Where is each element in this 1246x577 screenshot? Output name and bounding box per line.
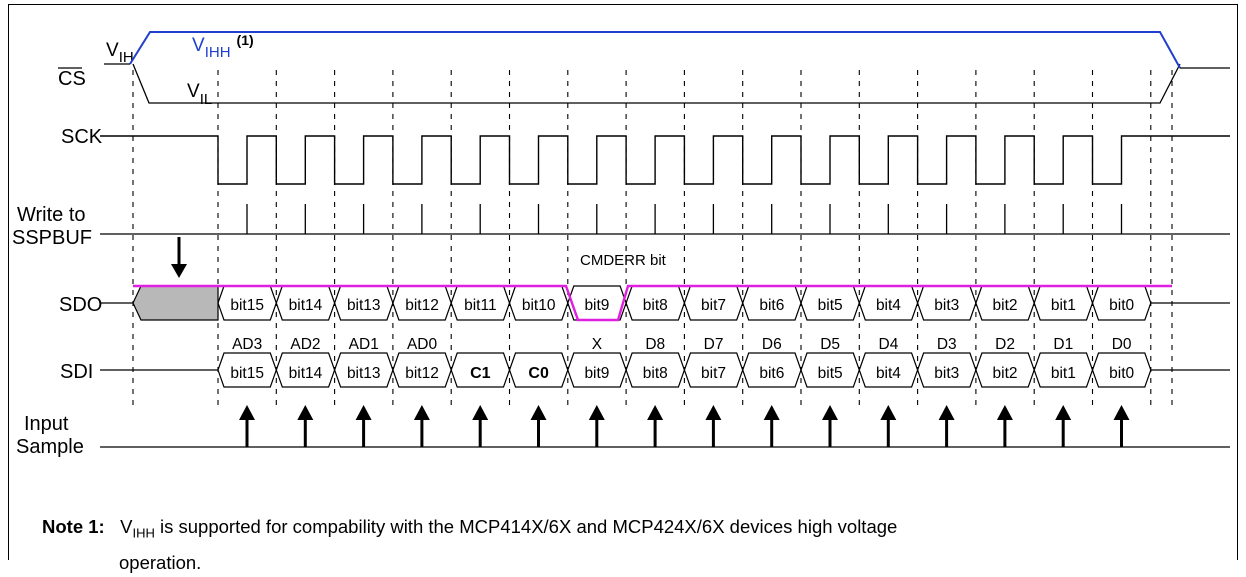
sample-arrow-head	[355, 405, 372, 420]
sdo-bit-label: bit1	[1051, 297, 1076, 314]
sdi-bit-label: bit4	[876, 365, 901, 382]
sdi-bit-label: bit8	[643, 365, 668, 382]
sdi-field-label: X	[592, 336, 603, 353]
sdo-bit-label: bit12	[405, 297, 439, 314]
sdo-bit-label: bit6	[759, 297, 784, 314]
sdo-undefined-region	[132, 285, 219, 321]
sspbuf-arrow-head	[171, 264, 187, 278]
sdi-bit-label: bit14	[289, 365, 323, 382]
note-v: V	[120, 516, 133, 537]
sdi-bit-label: C1	[470, 365, 491, 382]
sdi-bit-label: bit0	[1109, 365, 1134, 382]
sdi-field-label: D3	[937, 336, 957, 353]
footnote: Note 1: VIHH is supported for compabilit…	[42, 512, 1192, 577]
sdi-field-label: D0	[1112, 336, 1132, 353]
sdo-bit-label: bit2	[993, 297, 1018, 314]
sdi-bit-label: bit3	[934, 365, 959, 382]
sample-arrow-head	[297, 405, 314, 420]
sdi-label: SDI	[60, 361, 93, 383]
sdi-field-label: D7	[704, 336, 724, 353]
sdo-bit-label: bit7	[701, 297, 726, 314]
cs-label: CS	[58, 68, 86, 90]
note-text: is supported for compability with the MC…	[154, 516, 898, 537]
sdi-field-label: D4	[879, 336, 899, 353]
sdo-bit-label: bit13	[347, 297, 381, 314]
sdi-bit-label: bit13	[347, 365, 381, 382]
sdi-field-label: D8	[645, 336, 665, 353]
write-label-1: Write to	[17, 204, 86, 226]
sdo-bit-label: bit10	[522, 297, 556, 314]
sample-arrow-head	[1055, 405, 1072, 420]
sdi-bit-label: bit2	[993, 365, 1018, 382]
cs-low-path	[132, 63, 1181, 104]
sdo-bit-label: bit0	[1109, 297, 1134, 314]
sample-arrow-head	[1113, 405, 1130, 420]
input-label-1: Input	[24, 413, 69, 435]
sample-arrow-head	[413, 405, 430, 420]
sample-arrow-head	[239, 405, 255, 420]
sample-arrow-head	[996, 405, 1013, 420]
sdo-label: SDO	[59, 294, 102, 316]
sdi-field-label: AD2	[290, 336, 320, 353]
note-text-2: operation.	[119, 551, 202, 573]
sdi-bit-label: bit5	[818, 365, 843, 382]
sdi-bit-label: bit7	[701, 365, 726, 382]
sample-arrow-head	[530, 405, 547, 420]
vihh-label: VIHH(1)	[192, 32, 254, 61]
sdi-bit-label: bit9	[584, 365, 609, 382]
sdi-field-label: D6	[762, 336, 782, 353]
sdi-field-label: AD1	[349, 336, 379, 353]
input-label-2: Sample	[16, 436, 84, 458]
sdi-field-label: AD0	[407, 336, 438, 353]
sample-arrow-head	[647, 405, 664, 420]
sdo-bit-label: bit14	[289, 297, 323, 314]
sdo-bit-label: bit9	[584, 297, 609, 314]
sdo-bit-label: bit4	[876, 297, 901, 314]
sample-arrow-head	[705, 405, 722, 420]
sdo-bit-label: bit11	[464, 297, 496, 314]
sample-arrow-head	[938, 405, 955, 420]
sample-arrow-head	[472, 405, 489, 420]
sck-waveform	[100, 135, 1230, 185]
sample-arrow-head	[588, 405, 605, 420]
sdo-bit-label: bit8	[643, 297, 668, 314]
sdo-bit-label: bit3	[934, 297, 959, 314]
sdi-bit-label: bit15	[230, 365, 264, 382]
sck-label: SCK	[61, 126, 103, 148]
note-v-sub: IHH	[132, 525, 155, 541]
cmderr-label: CMDERR bit	[580, 252, 667, 269]
sdi-field-label: D1	[1053, 336, 1073, 353]
timing-diagram: CS SCK Write to SSPBUF SDO SDI Input Sam…	[12, 31, 1230, 458]
vil-label: VIL	[187, 81, 212, 108]
cs-vihh-path	[129, 31, 1181, 69]
sdi-bit-label: bit12	[405, 365, 439, 382]
write-label-2: SSPBUF	[12, 227, 92, 249]
sdi-field-label: D2	[995, 336, 1015, 353]
sdi-bit-label: bit1	[1051, 365, 1076, 382]
vih-label: VIH	[106, 40, 134, 66]
sdi-field-label: D5	[820, 336, 840, 353]
sample-arrow-head	[822, 405, 838, 420]
sample-arrow-head	[763, 405, 780, 420]
sdi-bit-label: bit6	[759, 365, 784, 382]
timing-waveforms: bit15 bit14 bit13 bit12 bit11 bit10 bit9 bit8 bi…	[100, 31, 1230, 448]
cmderr-line	[133, 284, 1172, 322]
sdi-field-label: AD3	[232, 336, 262, 353]
sdo-bit-label: bit5	[818, 297, 843, 314]
diagram-frame	[8, 4, 1238, 560]
sdo-bit-label: bit15	[230, 297, 264, 314]
sdi-bit-label: C0	[528, 365, 549, 382]
sample-arrow-head	[880, 405, 897, 420]
note-label: Note 1:	[42, 516, 105, 537]
